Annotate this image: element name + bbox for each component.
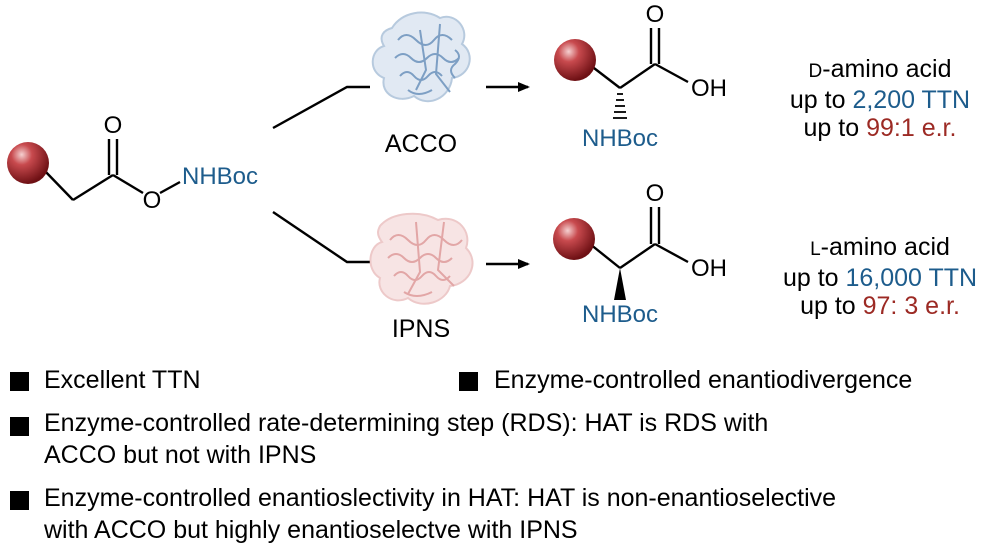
result1-ttn-prefix: up to <box>789 86 846 114</box>
product1-amine-label: NHBoc <box>582 125 658 152</box>
result2-ttn: 16,000 TTN <box>845 264 978 292</box>
result2-type: -amino acid <box>820 233 950 261</box>
result-l-amino-acid: L-amino acid up to 16,000 TTN up to 97: … <box>760 233 1000 320</box>
bullet-square-1 <box>10 372 29 391</box>
result2-ttn-line: up to 16,000 TTN <box>760 264 1000 292</box>
product2-carbonyl-oxygen: O <box>646 180 665 207</box>
bond-p2-oh <box>654 242 689 264</box>
branch-line-upper <box>272 85 370 130</box>
result-d-amino-acid: D-amino acid up to 2,200 TTN up to 99:1 … <box>770 55 990 142</box>
product1-carbonyl-oxygen: O <box>646 1 665 28</box>
ester-oxygen: O <box>143 187 162 214</box>
result1-ttn-line: up to 2,200 TTN <box>770 86 990 114</box>
bullet-2-text: Enzyme-controlled enantiodivergence <box>494 366 913 394</box>
result2-er: 97: 3 e.r. <box>862 292 960 320</box>
bond-sm-3 <box>112 173 144 195</box>
bond-p1-2 <box>619 63 656 89</box>
result1-prefix: D <box>808 61 823 82</box>
product2-amine-label: NHBoc <box>582 301 658 328</box>
result2-type-line: L-amino acid <box>760 233 1000 264</box>
bullet-3-line-1: Enzyme-controlled rate-determining step … <box>44 409 769 437</box>
enzyme-acco-label: ACCO <box>385 130 457 158</box>
substituent-sphere <box>7 142 49 184</box>
product2-substituent-sphere <box>553 218 595 260</box>
result1-er-line: up to 99:1 e.r. <box>770 114 990 142</box>
acco-enzyme-structure <box>371 11 471 103</box>
bullet-3-line-2: ACCO but not with IPNS <box>44 441 317 469</box>
bond-p1-oh <box>654 62 689 84</box>
bullet-4-line-2: with ACCO but highly enantioselectve wit… <box>44 516 578 544</box>
bullet-square-4 <box>10 491 29 510</box>
branch-line-lower <box>272 211 370 264</box>
hashed-wedge-bond <box>613 93 627 119</box>
bullet-4-line-1: Enzyme-controlled enantioslectivity in H… <box>44 484 837 512</box>
enzyme-ipns-label: IPNS <box>392 315 450 343</box>
bullet-square-3 <box>10 417 29 436</box>
product1-hydroxyl-label: OH <box>691 75 727 102</box>
result2-ttn-prefix: up to <box>782 264 839 292</box>
result1-type-line: D-amino acid <box>770 55 990 86</box>
result2-er-line: up to 97: 3 e.r. <box>760 292 1000 320</box>
bond-p2-1 <box>589 243 621 269</box>
product-l-amino-acid: O OH NHBoc <box>553 180 727 328</box>
carbonyl-oxygen: O <box>104 112 123 139</box>
bullet-1-text: Excellent TTN <box>44 366 201 394</box>
bullet-square-2 <box>459 372 478 391</box>
bond-p1-1 <box>589 64 621 89</box>
bond-sm-2 <box>72 173 114 202</box>
result2-er-prefix: up to <box>800 292 856 320</box>
bond-sm-4 <box>159 180 181 195</box>
product-d-amino-acid: O OH NHBoc <box>554 1 727 152</box>
result1-ttn: 2,200 TTN <box>852 86 971 114</box>
solid-wedge-bond <box>614 268 626 300</box>
product2-hydroxyl-label: OH <box>691 255 727 282</box>
result1-type: -amino acid <box>822 55 952 83</box>
starting-material: O O NHBoc <box>7 112 258 214</box>
ipns-enzyme-structure <box>369 212 474 305</box>
reagent-amine-label: NHBoc <box>182 163 258 190</box>
bond-sm-1 <box>41 167 74 201</box>
result1-er-prefix: up to <box>803 114 860 142</box>
result1-er: 99:1 e.r. <box>866 114 957 142</box>
product1-substituent-sphere <box>554 39 596 81</box>
bond-p2-2 <box>619 243 656 269</box>
result2-prefix: L <box>810 239 821 260</box>
